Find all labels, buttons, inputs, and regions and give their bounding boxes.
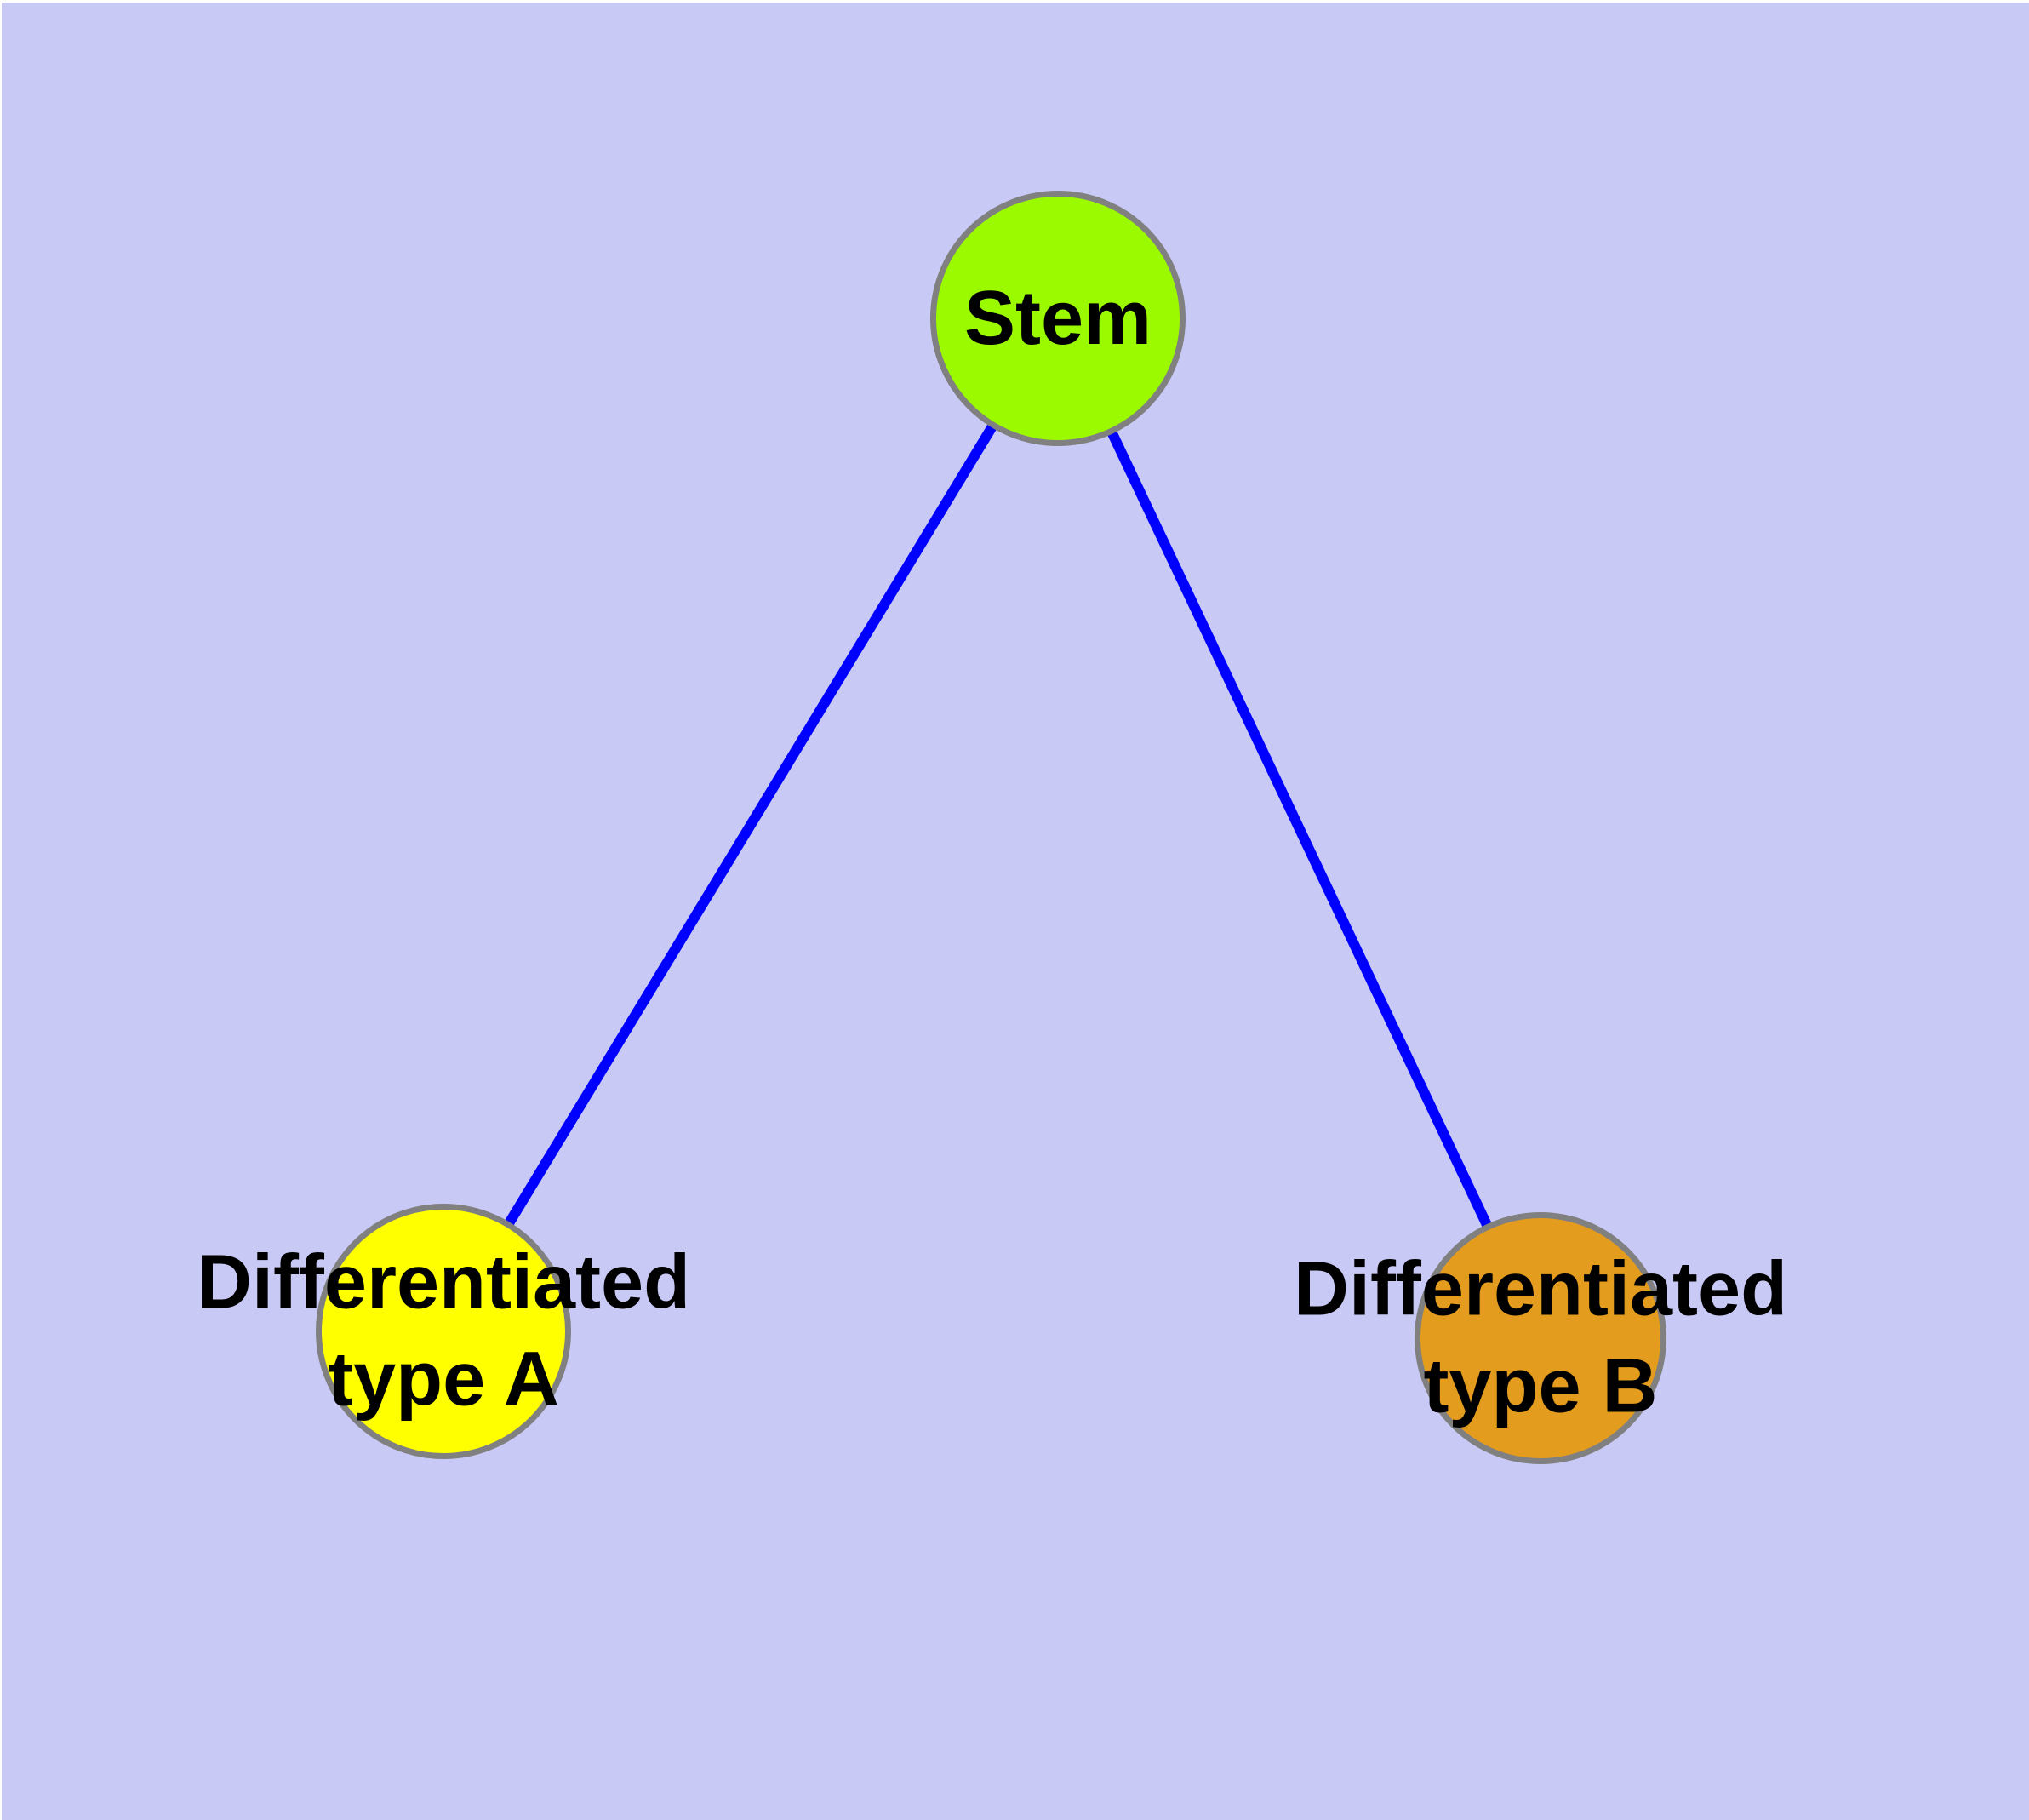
edge-stem-to-differentiated-type-b (1053, 316, 1546, 1341)
node-differentiated-type-a (316, 1204, 571, 1459)
window-edge-highlight-top (0, 0, 2029, 3)
edge-stem-to-differentiated-type-a (438, 315, 1063, 1335)
node-differentiated-type-b (1415, 1212, 1666, 1464)
window-edge-highlight-left (0, 0, 2, 1820)
node-stem (930, 191, 1186, 446)
